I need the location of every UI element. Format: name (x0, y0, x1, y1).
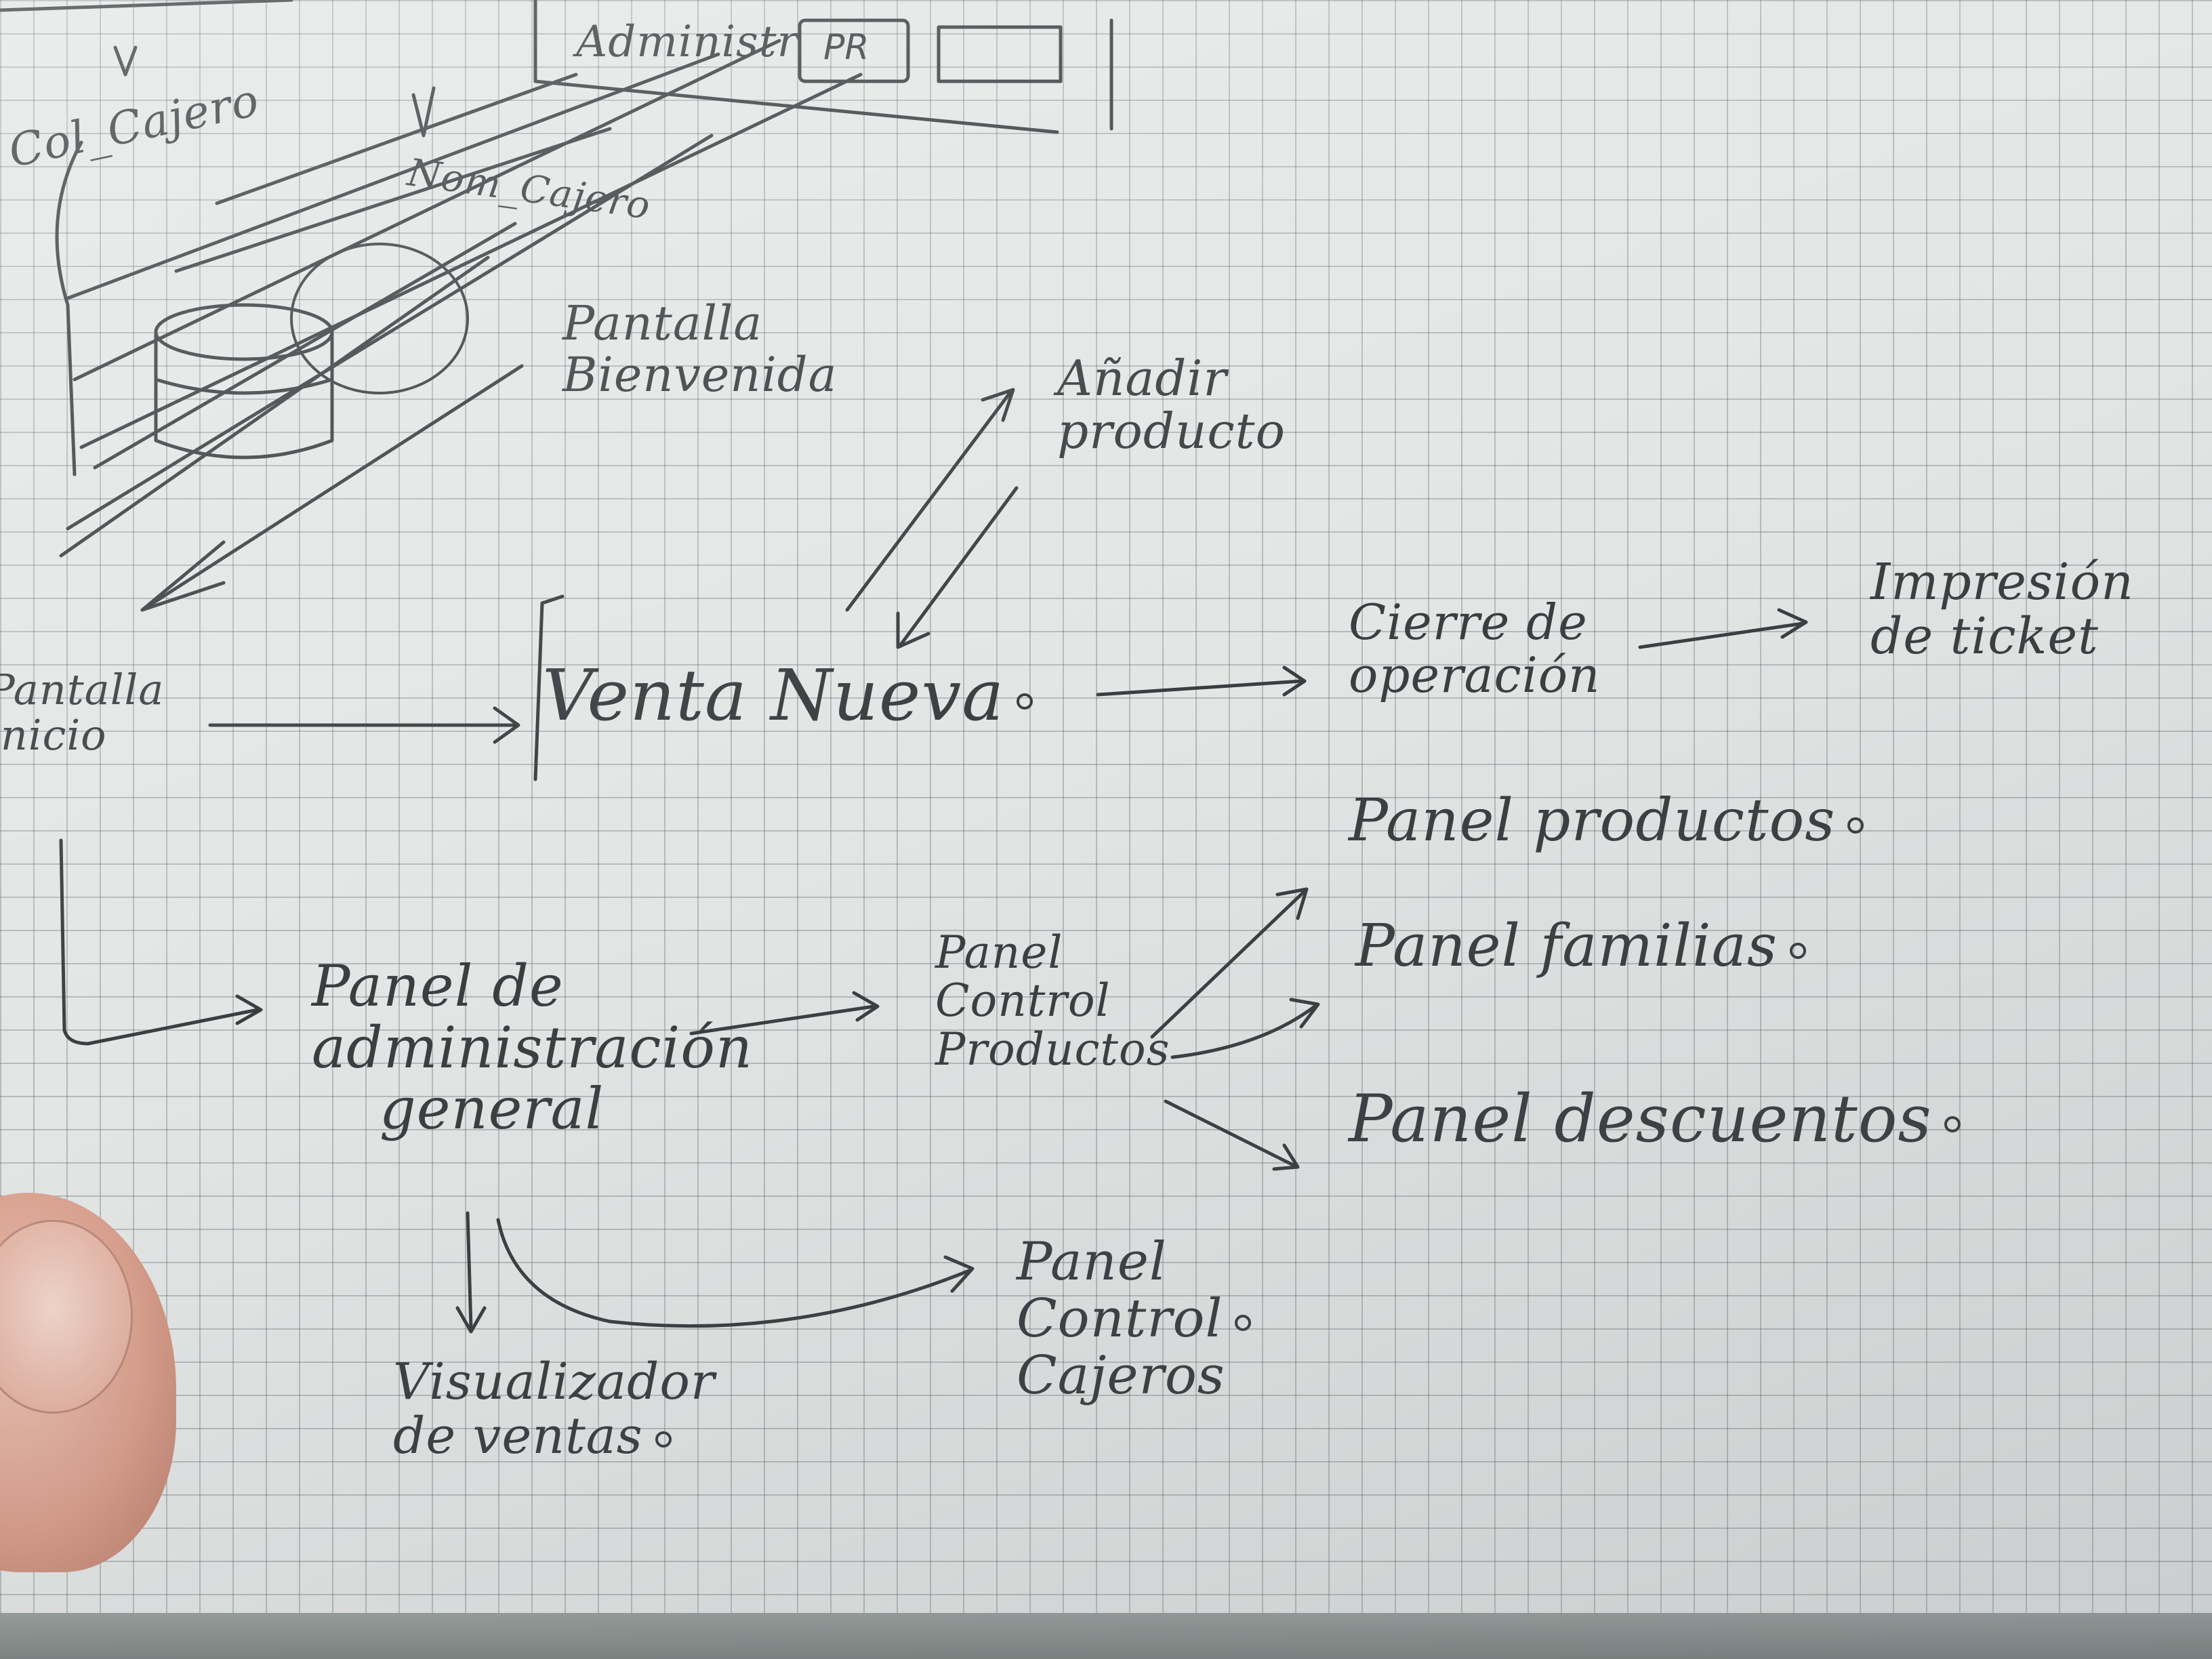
empty-box (937, 25, 1063, 83)
pantalla-inicio-node: Pantalla inicio (0, 665, 165, 760)
impresion-ticket-node: Impresión de ticket (1870, 553, 2134, 665)
panel-admin-general-node: Panel de administración general (312, 953, 754, 1143)
arrow-inicio-to-admin (59, 838, 263, 1046)
thumbnail-photo-element (0, 1220, 133, 1414)
arrow-cierre-to-impresion (1638, 608, 1808, 649)
panel-descuentos-node: Panel descuentos (1349, 1084, 1961, 1155)
cierre-operacion-node: Cierre de operación (1349, 594, 1601, 703)
venta-nueva-node: Venta Nueva (542, 657, 1033, 733)
pr-box (798, 18, 910, 83)
panel-productos-marker (1847, 817, 1864, 834)
arrow-admin-to-control-productos (689, 991, 880, 1036)
arrow-venta-to-cierre (1096, 665, 1307, 697)
arrow-inicio-to-venta (208, 594, 565, 781)
paper-bottom-edge (0, 1613, 2212, 1659)
panel-control-cajeros-marker (1235, 1314, 1252, 1331)
venta-nueva-marker (1017, 693, 1033, 710)
panel-familias-node: Panel familias (1355, 915, 1806, 978)
arrows-control-to-panels (1150, 887, 1320, 1171)
arrows-venta-anadir (845, 388, 1019, 649)
pantalla-bienvenida-node: Pantalla Bienvenida (562, 295, 838, 403)
anadir-producto-node: Añadir producto (1057, 350, 1286, 459)
visualizador-ventas-marker (655, 1431, 672, 1448)
visualizador-ventas-node: Visualizador de ventas (393, 1353, 716, 1465)
panel-descuentos-marker (1944, 1116, 1961, 1132)
pr-box-label: PR (823, 27, 869, 68)
admin-label: Administr (576, 17, 799, 67)
crossed-out-database-sketch (55, 39, 863, 612)
arrows-admin-lower (455, 1211, 975, 1334)
panel-control-productos-node: Panel Control Productos (935, 926, 1170, 1076)
panel-control-cajeros-node: Panel Control Cajeros (1017, 1233, 1252, 1405)
panel-familias-marker (1789, 942, 1806, 959)
panel-productos-node: Panel productos (1349, 790, 1864, 853)
